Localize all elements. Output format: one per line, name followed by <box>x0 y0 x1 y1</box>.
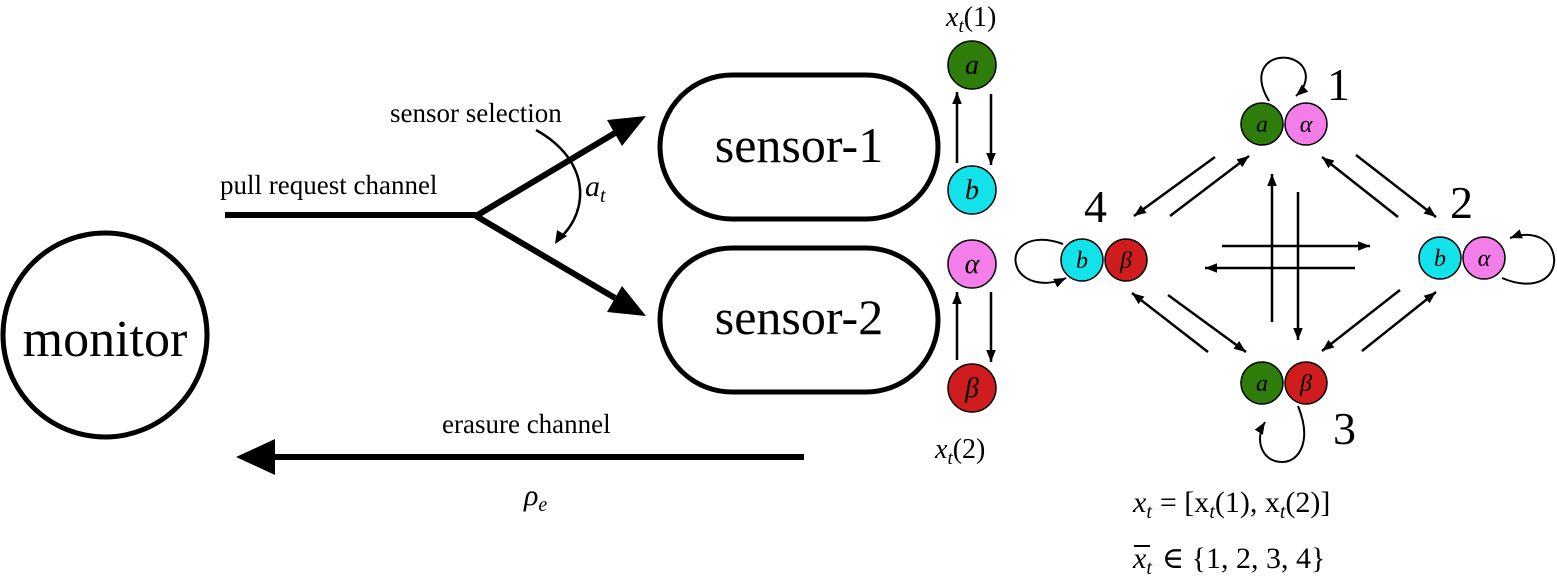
monitor-node: monitor <box>0 230 210 440</box>
equation-x-bar-t: xt∈ {1, 2, 3, 4} <box>1132 542 1325 579</box>
chain-state-4: b β 4 <box>1060 181 1148 282</box>
sensor-2-node: sensor-2 <box>657 245 941 395</box>
svg-text:β: β <box>964 373 979 404</box>
pull-request-channel-label: pull request channel <box>220 170 437 200</box>
sensor-1-label: sensor-1 <box>715 117 883 173</box>
svg-text:β: β <box>1299 371 1312 397</box>
self-loop-4 <box>1014 238 1067 288</box>
x-t-1-label: xt(1) <box>945 2 996 37</box>
chain-state-1: a α 1 <box>1240 59 1350 146</box>
sensor-1-node: sensor-1 <box>657 72 941 222</box>
arrow-3-to-4 <box>1131 292 1209 353</box>
self-loop-3 <box>1254 405 1306 464</box>
svg-text:b: b <box>965 175 979 206</box>
a-t-label: at <box>585 170 606 207</box>
state-1-number: 1 <box>1327 59 1350 110</box>
arrow-1-to-4 <box>1133 155 1216 218</box>
rho-e-label: ρe <box>523 479 547 516</box>
selection-curve-head <box>555 230 567 244</box>
arrowhead-sensor-1 <box>607 116 646 146</box>
erasure-arrowhead <box>236 439 275 475</box>
sensor-selection-label: sensor selection <box>390 98 562 128</box>
chain-state-3: a β 3 <box>1240 361 1356 454</box>
svg-text:a: a <box>1256 112 1268 138</box>
svg-text:β: β <box>1119 248 1132 274</box>
state-alpha-sensor-2: α <box>947 239 997 289</box>
svg-text:b: b <box>1076 248 1088 274</box>
svg-text:α: α <box>1478 246 1491 272</box>
arrowhead-sensor-2 <box>607 286 646 316</box>
arrow-2-to-3 <box>1321 289 1401 352</box>
chain-state-2: b α 2 <box>1418 177 1506 280</box>
svg-text:α: α <box>965 249 981 280</box>
self-loop-2 <box>1501 229 1556 285</box>
arrow-3-to-2 <box>1361 291 1437 352</box>
arrow-4-to-1 <box>1169 155 1250 217</box>
state-b-sensor-1: b <box>947 165 997 215</box>
fork-arrow-to-sensor-1 <box>474 130 617 219</box>
sensor-2-label: sensor-2 <box>715 289 883 345</box>
erasure-channel-label: erasure channel <box>442 409 611 439</box>
equation-x-t: xt= [xt(1), xt(2)] <box>1132 486 1330 523</box>
x-t-2-label: xt(2) <box>934 434 985 469</box>
state-a-sensor-1: a <box>947 40 997 90</box>
self-loop-1 <box>1260 56 1309 102</box>
svg-text:a: a <box>1256 371 1268 397</box>
fork-arrow-to-sensor-2 <box>474 213 617 301</box>
state-4-number: 4 <box>1084 181 1107 232</box>
arrow-2-to-1 <box>1321 156 1399 218</box>
arrow-4-to-3 <box>1167 293 1247 354</box>
selection-curve-arrow <box>535 128 582 239</box>
svg-text:b: b <box>1434 246 1446 272</box>
arrow-1-to-2 <box>1355 154 1437 218</box>
state-3-number: 3 <box>1333 403 1356 454</box>
monitor-label: monitor <box>23 311 188 368</box>
state-2-number: 2 <box>1450 177 1473 228</box>
svg-text:a: a <box>965 50 979 81</box>
svg-text:α: α <box>1300 112 1313 138</box>
state-beta-sensor-2: β <box>947 363 997 413</box>
